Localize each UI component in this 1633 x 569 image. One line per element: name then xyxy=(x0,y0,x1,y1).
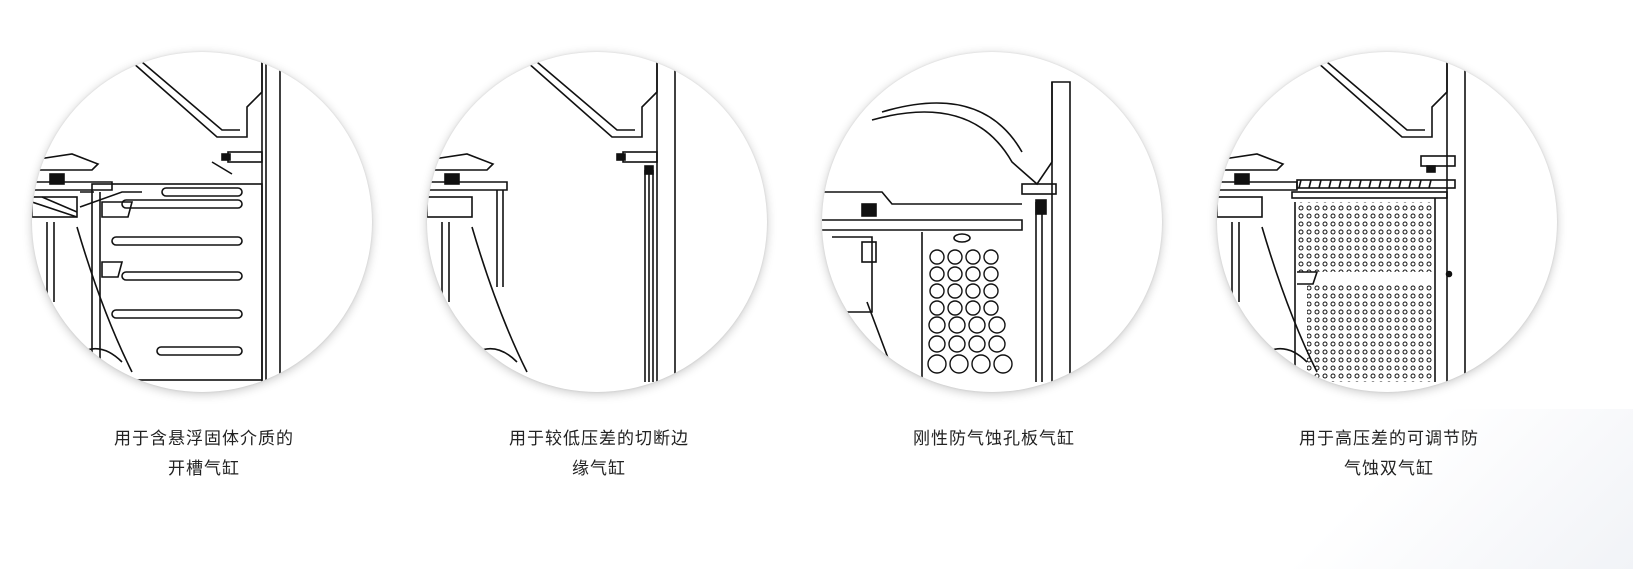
card-double-cage: 用于高压差的可调节防 气蚀双气缸 xyxy=(1185,0,1593,569)
diagram-slotted-cage xyxy=(32,52,372,392)
caption-slotted-cage: 用于含悬浮固体介质的 开槽气缸 xyxy=(0,424,408,484)
caption-line-1: 用于高压差的可调节防 xyxy=(1299,429,1479,449)
diagram-double-cage xyxy=(1217,52,1557,392)
caption-perforated-cage: 刚性防气蚀孔板气缸 xyxy=(790,424,1198,454)
diagram-cutoff-edge-cage xyxy=(427,52,767,392)
caption-line-2: 气蚀双气缸 xyxy=(1344,459,1434,479)
valve-section-drawing-perforated xyxy=(822,81,1071,383)
card-perforated-cage: 刚性防气蚀孔板气缸 xyxy=(790,0,1198,569)
caption-line-1: 用于含悬浮固体介质的 xyxy=(114,429,294,449)
caption-line-2: 缘气缸 xyxy=(572,459,626,479)
valve-section-drawing-slotted xyxy=(32,61,281,382)
card-cutoff-edge-cage: 用于较低压差的切断边 缘气缸 xyxy=(395,0,803,569)
valve-section-drawing-cutoff xyxy=(427,61,676,382)
caption-double-cage: 用于高压差的可调节防 气蚀双气缸 xyxy=(1185,424,1593,484)
card-slotted-cage: 用于含悬浮固体介质的 开槽气缸 xyxy=(0,0,408,569)
caption-line-1: 刚性防气蚀孔板气缸 xyxy=(913,429,1075,449)
caption-line-1: 用于较低压差的切断边 xyxy=(509,429,689,449)
valve-section-drawing-double xyxy=(1217,61,1466,382)
perforation-holes xyxy=(927,249,1013,374)
diagram-perforated-cage xyxy=(822,52,1162,392)
caption-line-2: 开槽气缸 xyxy=(168,459,240,479)
caption-cutoff-edge-cage: 用于较低压差的切断边 缘气缸 xyxy=(395,424,803,484)
